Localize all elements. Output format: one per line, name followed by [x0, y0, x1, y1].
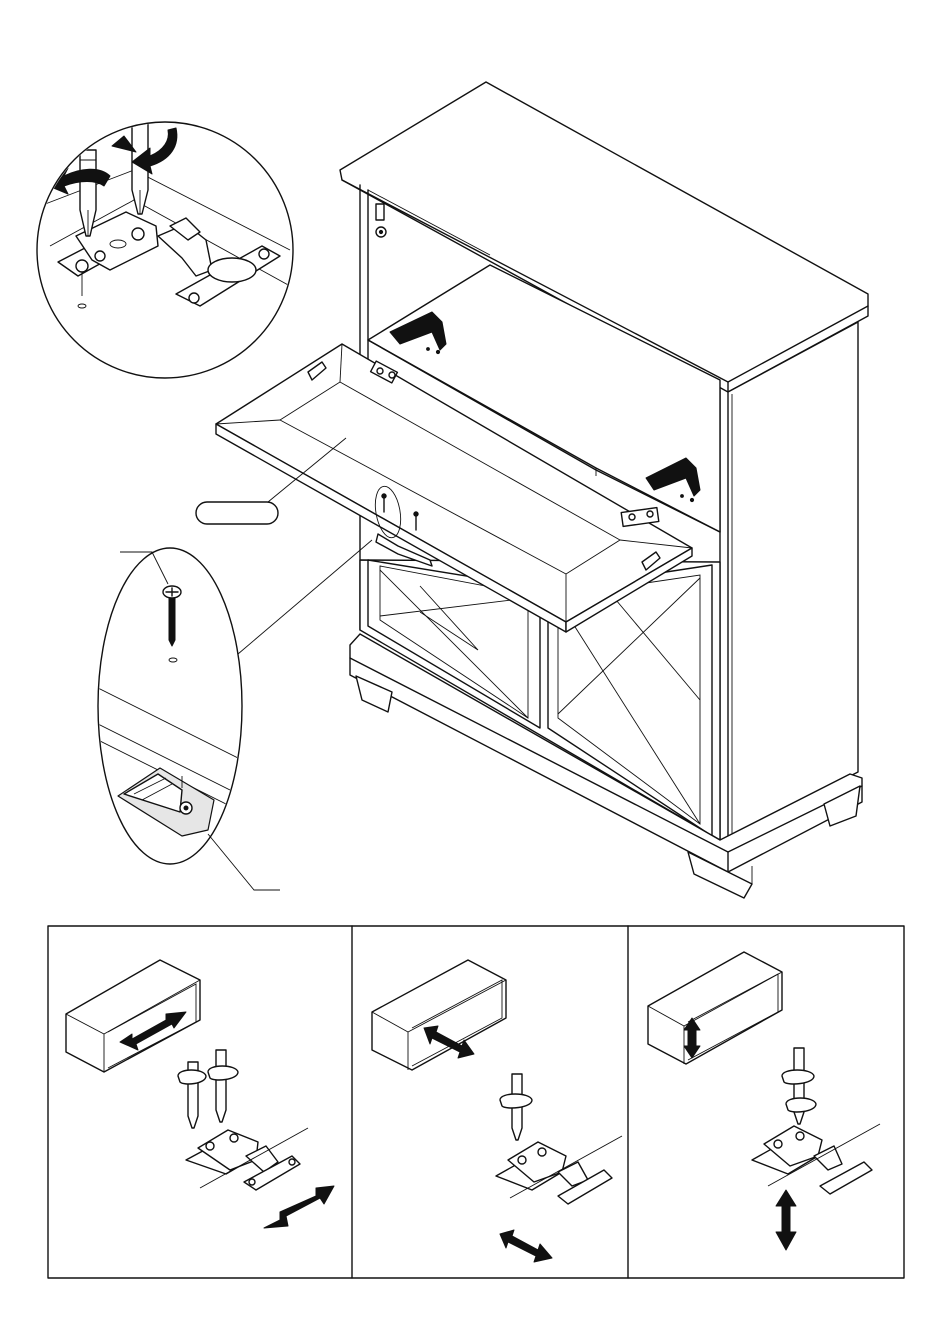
catch-detail-ellipse — [98, 540, 372, 890]
double-arrow-icon — [776, 1190, 796, 1250]
rotation-arrow-icon — [786, 1098, 816, 1112]
screwdriver-icon — [188, 1050, 226, 1128]
screwdriver-icon — [80, 150, 96, 236]
part-label-bubble — [196, 502, 278, 524]
panel-side-to-side — [66, 960, 334, 1228]
panel-height — [648, 952, 880, 1250]
rotation-arrow-icon — [208, 1066, 238, 1080]
rotation-arrow-icon — [178, 1070, 206, 1084]
double-arrow-icon — [264, 1186, 334, 1228]
rotation-arrow-icon — [500, 1094, 532, 1108]
adjustment-panels — [48, 926, 904, 1278]
rotation-arrow-icon — [782, 1070, 814, 1084]
hinge-detail-circle — [37, 112, 293, 378]
panel-depth — [372, 960, 622, 1262]
double-arrow-icon — [500, 1230, 552, 1262]
cabinet-drawing — [196, 82, 868, 898]
